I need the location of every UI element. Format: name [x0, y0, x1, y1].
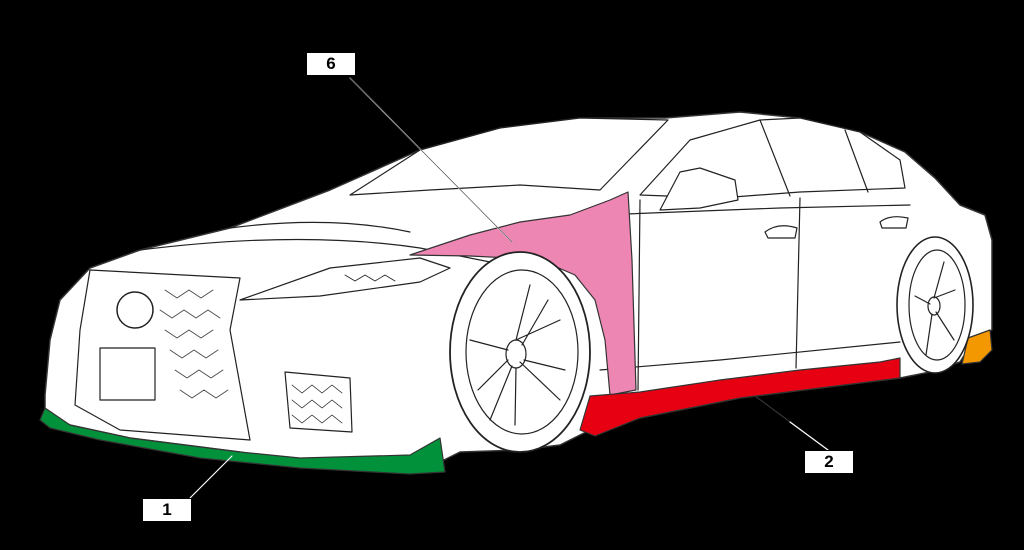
callout-label-2: 2	[804, 450, 854, 474]
callout-label-6: 6	[306, 52, 356, 76]
beltline	[599, 204, 911, 216]
rear-wheel	[896, 236, 974, 374]
side-mirror	[659, 167, 739, 211]
emblem	[116, 291, 154, 329]
leader-6-inner	[349, 77, 513, 243]
windshield	[349, 117, 669, 196]
part-2-side-skirt	[579, 357, 901, 437]
door-handle-rear	[879, 216, 909, 229]
headlight	[239, 257, 451, 301]
license-plate	[99, 347, 156, 401]
window-pillar	[759, 119, 791, 197]
door-handle-front	[764, 225, 798, 239]
fog-mesh	[291, 384, 343, 424]
hood-crease	[229, 221, 411, 233]
rocker-line	[599, 341, 901, 371]
grille-mesh	[159, 289, 229, 399]
door-line-rear	[795, 197, 801, 369]
front-wheel	[449, 251, 591, 453]
fog-light	[284, 371, 353, 433]
leader-1	[189, 455, 233, 499]
leader-2-outer	[789, 421, 829, 451]
hood-line	[139, 238, 491, 263]
part-1-front-lip	[39, 407, 446, 475]
part-rear-spat	[961, 329, 993, 365]
headlight-detail	[344, 274, 396, 282]
window-pillar-2	[844, 129, 869, 193]
callout-label-1: 1	[142, 498, 192, 522]
door-line-front	[637, 199, 641, 391]
